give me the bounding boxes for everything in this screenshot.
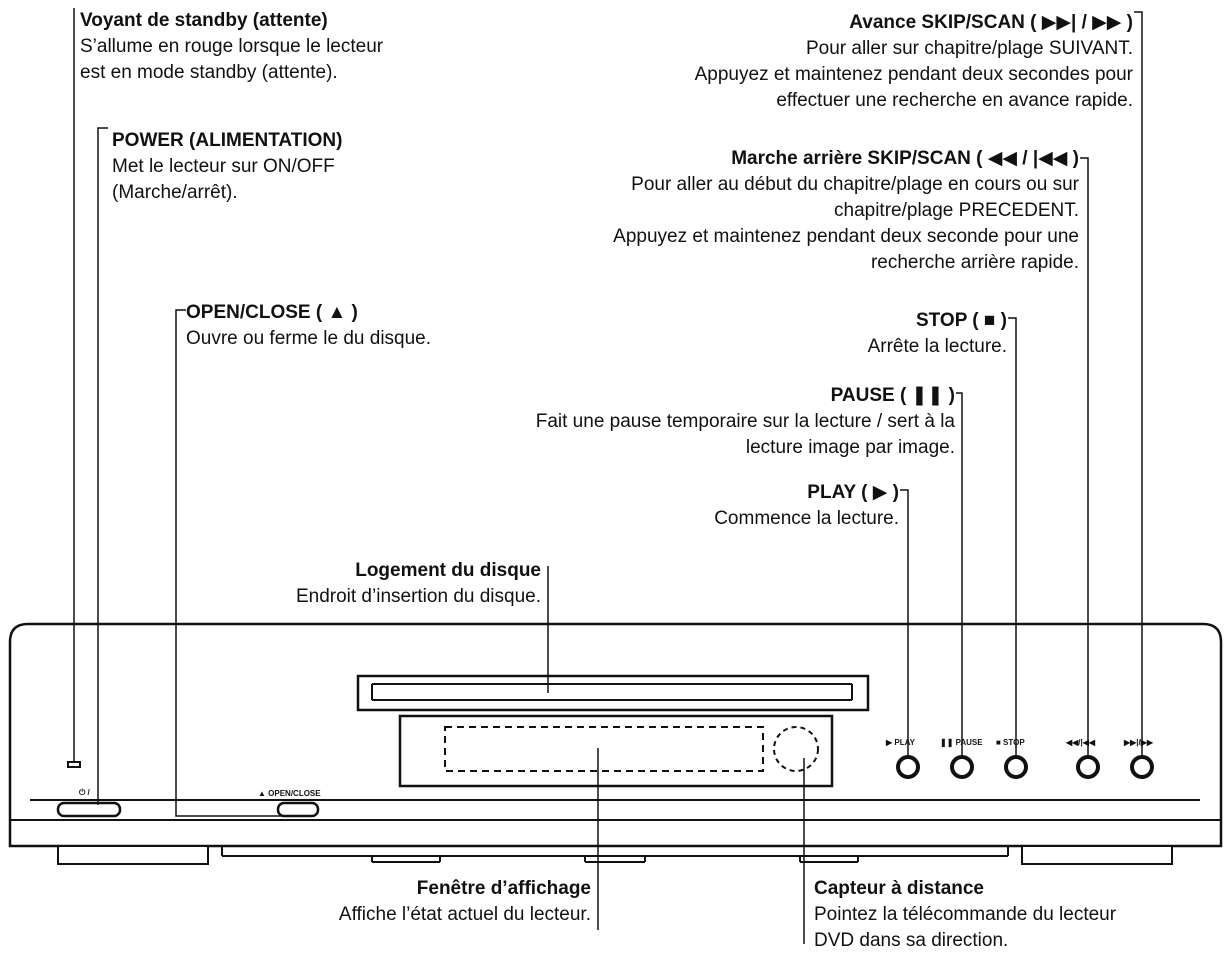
callout-remote-sensor: Capteur à distance Pointez la télécomman…: [814, 876, 1116, 954]
panel-pause-label: ❚❚ PAUSE: [940, 738, 983, 748]
callout-forward-desc-3: effectuer une recherche en avance rapide…: [776, 90, 1133, 111]
open-close-button: [276, 801, 320, 818]
callout-display: Fenêtre d’affichage Affiche l’état actue…: [339, 876, 591, 928]
callout-pause-title: PAUSE ( ❚❚ ): [830, 385, 955, 406]
callout-forward-desc-1: Pour aller sur chapitre/plage SUIVANT.: [805, 38, 1133, 59]
callout-reverse-desc-3: Appuyez et maintenez pendant deux second…: [613, 226, 1079, 247]
right-foot: [1021, 845, 1173, 865]
callout-reverse: Marche arrière SKIP/SCAN ( ◀◀ / |◀◀ ) Po…: [613, 146, 1079, 276]
panel-open-close-label: ▲ OPEN/CLOSE: [258, 789, 321, 798]
callout-open-close-title: OPEN/CLOSE ( ▲ ): [186, 302, 358, 323]
callout-remote-sensor-desc-1: Pointez la télécommande du lecteur: [814, 904, 1117, 925]
panel-reverse-label: ◀◀/|◀◀: [1065, 738, 1096, 747]
left-foot: [57, 845, 209, 865]
callout-standby: Voyant de standby (attente) S’allume en …: [80, 8, 383, 86]
callout-power: POWER (ALIMENTATION) Met le lecteur sur …: [112, 128, 342, 206]
standby-led: [67, 761, 81, 768]
power-button: [56, 801, 122, 818]
leader-pause: [956, 392, 963, 757]
callout-play-title: PLAY ( ▶ ): [807, 482, 899, 503]
leader-power: [97, 127, 108, 805]
callout-pause: PAUSE ( ❚❚ ) Fait une pause temporaire s…: [536, 383, 955, 461]
callout-forward: Avance SKIP/SCAN ( ▶▶| / ▶▶ ) Pour aller…: [695, 10, 1133, 114]
callout-standby-desc-1: S’allume en rouge lorsque le lecteur: [80, 36, 384, 57]
callout-pause-desc-1: Fait une pause temporaire sur la lecture…: [535, 411, 955, 432]
callout-play-desc-1: Commence la lecture.: [714, 508, 899, 529]
callout-standby-title: Voyant de standby (attente): [80, 10, 328, 31]
callout-stop: STOP ( ■ ) Arrête la lecture.: [868, 308, 1007, 360]
callout-open-close-desc-1: Ouvre ou ferme le du disque.: [186, 328, 432, 349]
callout-forward-title: Avance SKIP/SCAN ( ▶▶| / ▶▶ ): [849, 12, 1133, 33]
pause-button: [950, 755, 974, 779]
display-area: [444, 726, 764, 772]
callout-power-title: POWER (ALIMENTATION): [112, 130, 343, 151]
callout-pause-desc-2: lecture image par image.: [745, 437, 955, 458]
callout-stop-title: STOP ( ■ ): [915, 310, 1007, 331]
callout-stop-desc-1: Arrête la lecture.: [867, 336, 1007, 357]
forward-button: [1130, 755, 1154, 779]
callout-standby-desc-2: est en mode standby (attente).: [80, 62, 338, 83]
callout-reverse-title: Marche arrière SKIP/SCAN ( ◀◀ / |◀◀ ): [731, 148, 1079, 169]
callout-forward-desc-2: Appuyez et maintenez pendant deux second…: [694, 64, 1133, 85]
callout-power-desc-1: Met le lecteur sur ON/OFF: [112, 156, 335, 177]
remote-sensor-window: [773, 726, 819, 772]
callout-display-desc-1: Affiche l’état actuel du lecteur.: [338, 904, 591, 925]
callout-open-close: OPEN/CLOSE ( ▲ ) Ouvre ou ferme le du di…: [186, 300, 431, 352]
callout-play: PLAY ( ▶ ) Commence la lecture.: [714, 480, 899, 532]
callout-reverse-desc-2: chapitre/plage PRECEDENT.: [834, 200, 1079, 221]
panel-power-symbol: ⏻ /: [79, 788, 91, 797]
callout-disc-tray-title: Logement du disque: [355, 560, 541, 581]
player-body: [8, 622, 1223, 848]
callout-display-title: Fenêtre d’affichage: [416, 878, 591, 899]
disc-tray: [356, 674, 870, 712]
callout-disc-tray-desc-1: Endroit d’insertion du disque.: [295, 586, 541, 607]
panel-stop-label: ■ STOP: [996, 738, 1025, 747]
leader-reverse: [1080, 157, 1089, 757]
leader-open-close: [175, 309, 298, 817]
callout-remote-sensor-title: Capteur à distance: [814, 878, 984, 899]
callout-reverse-desc-1: Pour aller au début du chapitre/plage en…: [631, 174, 1079, 195]
callout-reverse-desc-4: recherche arrière rapide.: [870, 252, 1079, 273]
panel-play-label: ▶ PLAY: [885, 738, 916, 747]
leader-play: [900, 489, 909, 757]
display-window: [398, 714, 834, 788]
panel-forward-label: ▶▶|/▶▶: [1123, 738, 1154, 747]
stop-button: [1004, 755, 1028, 779]
leader-forward: [1134, 11, 1143, 757]
leader-stop: [1008, 317, 1017, 757]
callout-power-desc-2: (Marche/arrêt).: [112, 182, 238, 203]
callout-disc-tray: Logement du disque Endroit d’insertion d…: [296, 558, 541, 610]
callout-remote-sensor-desc-2: DVD dans sa direction.: [814, 930, 1009, 951]
play-button: [896, 755, 920, 779]
reverse-button: [1076, 755, 1100, 779]
